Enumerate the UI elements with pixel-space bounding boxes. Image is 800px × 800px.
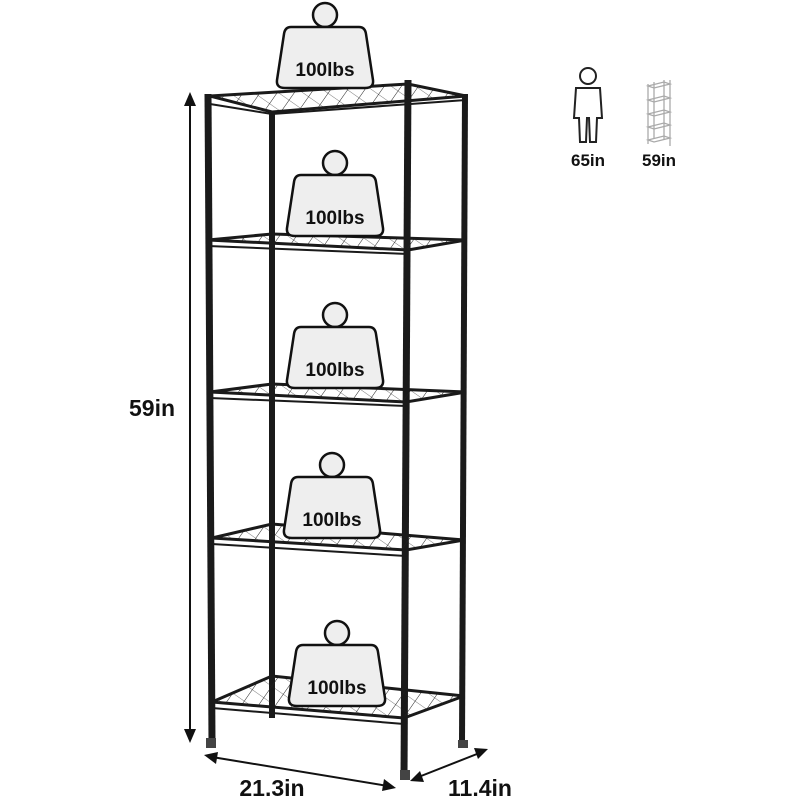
weight-icon: 100lbs — [282, 451, 382, 540]
weight-label: 100lbs — [307, 678, 366, 699]
depth-label: 11.4in — [448, 775, 512, 800]
shelf-tier-2 — [207, 232, 467, 255]
person-icon — [572, 67, 604, 143]
weight-icons: 100lbs 100lbs 100lbs 100lbs 100lbs — [275, 1, 387, 708]
shelf-tier-3 — [209, 382, 467, 407]
weight-icon: 100lbs — [285, 149, 385, 238]
weight-icon: 100lbs — [287, 619, 387, 708]
weight-icon: 100lbs — [275, 1, 375, 90]
width-label: 21.3in — [239, 775, 304, 800]
depth-dimension: 11.4in — [410, 748, 512, 800]
weight-label: 100lbs — [295, 60, 354, 81]
person-height-label: 65in — [571, 151, 605, 170]
weight-label: 100lbs — [305, 208, 364, 229]
weight-label: 100lbs — [305, 360, 364, 381]
shelf-height-label: 59in — [642, 151, 676, 170]
post-front-left — [204, 93, 216, 743]
height-label: 59in — [129, 395, 175, 421]
weight-label: 100lbs — [302, 510, 361, 531]
post-back-right — [459, 93, 468, 745]
width-dimension: 21.3in — [204, 752, 396, 800]
weight-icon: 100lbs — [285, 301, 385, 390]
size-comparison: 65in 59in — [571, 67, 676, 170]
height-dimension: 59in — [129, 92, 196, 743]
shelf-icon — [645, 80, 673, 146]
post-front-right — [400, 79, 412, 777]
